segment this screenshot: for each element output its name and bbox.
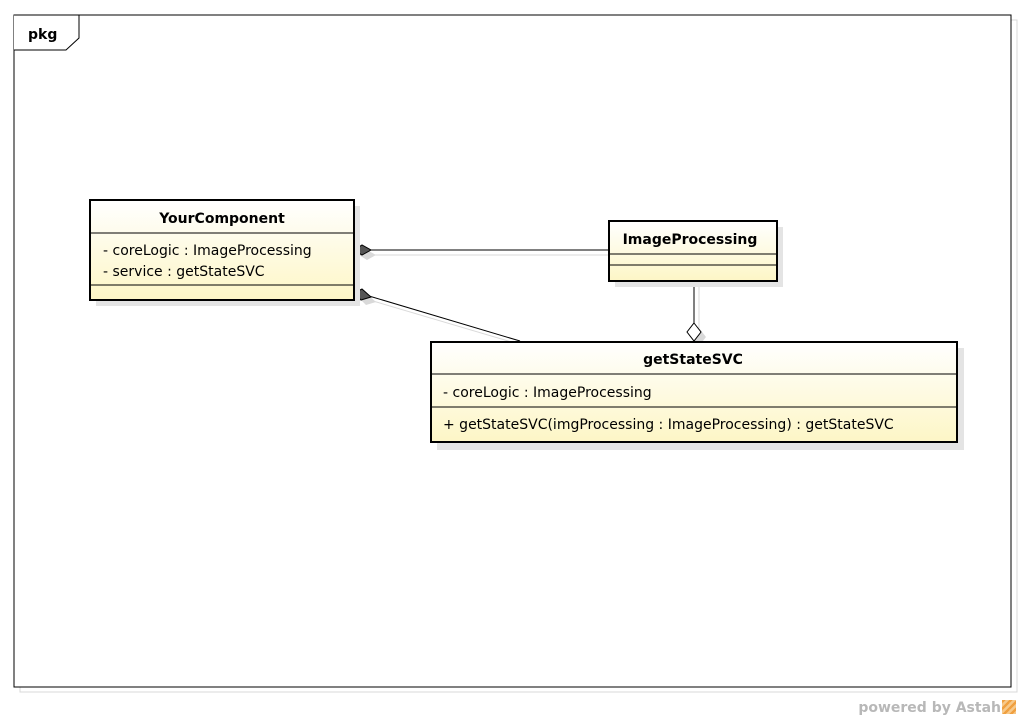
frame-tab — [14, 14, 80, 51]
class-name: getStateSVC — [643, 352, 743, 368]
frame-label: pkg — [28, 27, 57, 43]
class-name: YourComponent — [158, 211, 285, 227]
class-image-processing[interactable]: ImageProcessing — [608, 220, 783, 287]
composition-line-getstatesvc — [368, 295, 521, 342]
astah-watermark: powered by Astah — [858, 700, 1016, 716]
astah-logo-icon — [1002, 700, 1016, 714]
operation-get-state-svc: + getStateSVC(imgProcessing : ImageProce… — [443, 417, 894, 433]
attribute-core-logic: - coreLogic : ImageProcessing — [103, 243, 312, 259]
class-your-component[interactable]: YourComponent - coreLogic : ImageProcess… — [89, 199, 360, 306]
attribute-core-logic: - coreLogic : ImageProcessing — [443, 385, 652, 401]
class-get-state-svc[interactable]: getStateSVC - coreLogic : ImageProcessin… — [430, 341, 964, 450]
watermark-text: powered by Astah — [858, 700, 1001, 716]
class-name: ImageProcessing — [623, 232, 758, 248]
attribute-service: - service : getStateSVC — [103, 264, 265, 280]
